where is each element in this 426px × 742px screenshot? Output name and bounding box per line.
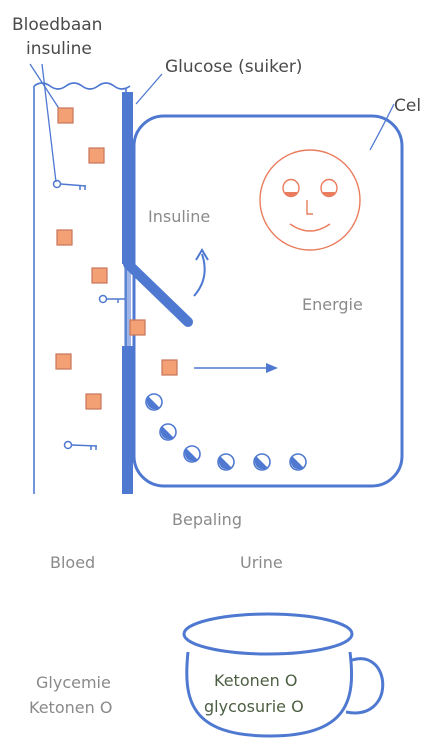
glucose-square xyxy=(130,320,145,335)
ketone-body-icon xyxy=(290,454,306,470)
glucose-square xyxy=(89,148,104,163)
insulin-rotation-arrow xyxy=(194,250,208,296)
glycemia-label: Glycemie xyxy=(36,673,111,692)
blood-label: Bloed xyxy=(50,553,95,572)
glycosuria-label: glycosurie O xyxy=(204,697,304,716)
energy-label: Energie xyxy=(302,295,363,314)
glucose-flow-arrow xyxy=(194,363,278,373)
urine-ketones-label: Ketonen O xyxy=(214,671,297,690)
glucose-square xyxy=(162,360,177,375)
measurement-label: Bepaling xyxy=(172,510,242,529)
bloodstream-label: Bloedbaan xyxy=(12,15,102,35)
ketone-body-icon xyxy=(160,424,176,440)
glucose-square xyxy=(92,268,107,283)
insulin-key xyxy=(54,181,87,191)
ketone-body-icon xyxy=(146,394,162,410)
bloodstream-insulin-label: insuline xyxy=(26,39,92,59)
insulin-key xyxy=(100,296,126,304)
cell-leader-line xyxy=(370,104,394,150)
urine-label: Urine xyxy=(240,553,283,572)
glucose-label: Glucose (suiker) xyxy=(165,57,302,77)
insulin-label: Insuline xyxy=(148,207,210,226)
bloodstream-vessel xyxy=(34,83,130,494)
insulin-key xyxy=(65,442,98,451)
blood-ketones-label: Ketonen O xyxy=(29,698,112,717)
ketone-body-icon xyxy=(184,446,200,462)
ketone-body-icon xyxy=(218,454,234,470)
glucose-molecules xyxy=(56,108,177,409)
glucose-square xyxy=(58,108,73,123)
ketone-bodies xyxy=(146,394,306,470)
glucose-square xyxy=(56,354,71,369)
ketone-body-icon xyxy=(254,454,270,470)
open-gate xyxy=(128,264,188,322)
smiling-face-icon xyxy=(260,150,360,250)
glucose-square xyxy=(57,230,72,245)
cell-label: Cel xyxy=(394,96,421,116)
glucose-leader-line xyxy=(136,74,162,104)
glucose-square xyxy=(86,394,101,409)
